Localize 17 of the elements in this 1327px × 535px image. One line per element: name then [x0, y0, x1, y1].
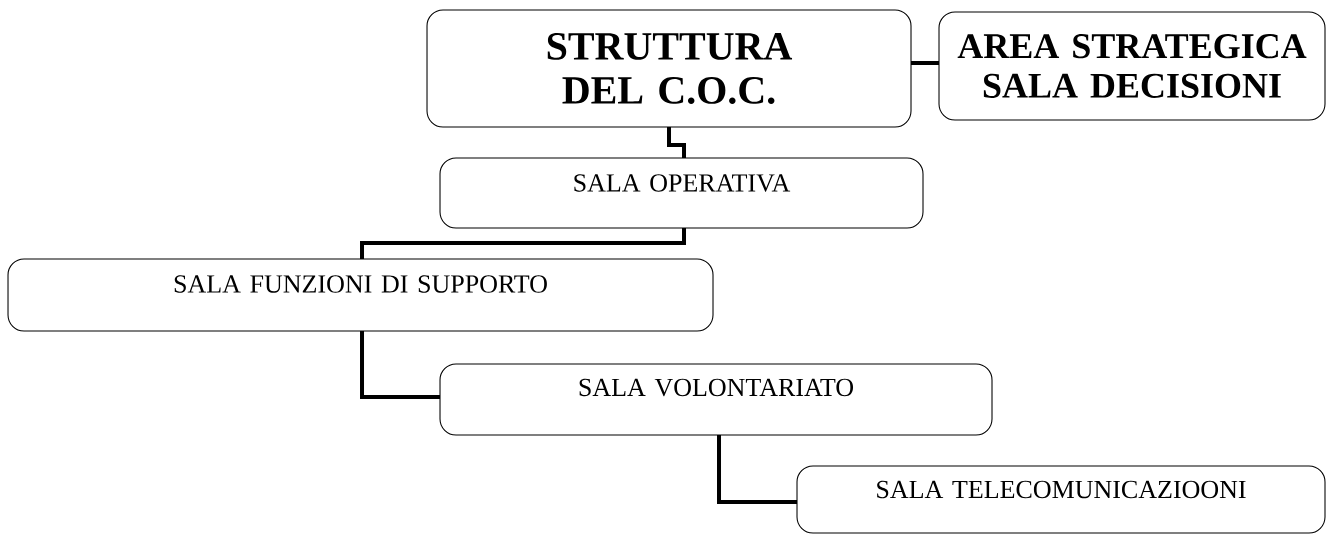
box-label: SALA VOLONTARIATO [579, 378, 854, 397]
box-label: STRUTTURA DEL C.O.C. [547, 32, 793, 105]
box [426, 9, 912, 128]
box [7, 258, 714, 332]
box [439, 157, 924, 229]
connector [717, 435, 797, 504]
box-label: SALA TELECOMUNICAZIOONI [877, 480, 1246, 499]
box-label: SALA OPERATIVA [574, 174, 791, 192]
connector [667, 127, 686, 158]
box-label: AREA STRATEGICA SALA DECISIONI [957, 34, 1307, 98]
connector [360, 228, 686, 259]
box [796, 465, 1326, 534]
box [938, 11, 1326, 121]
box-label: SALA FUNZIONI DI SUPPORTO [174, 275, 547, 293]
connector [360, 331, 440, 399]
box [439, 363, 993, 436]
connector [911, 61, 939, 65]
